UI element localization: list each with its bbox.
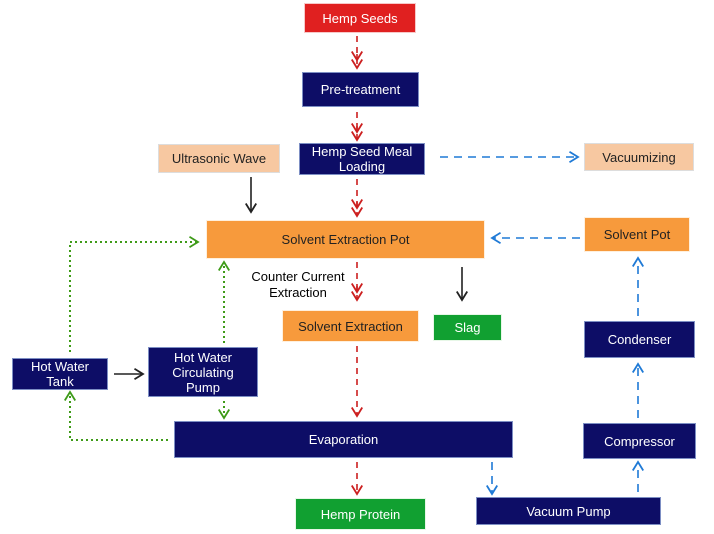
- arrow-loading-to-extraction-pot-head: [351, 207, 363, 218]
- node-solvent-pot: Solvent Pot: [584, 217, 690, 252]
- node-hemp-seed-meal-loading: Hemp Seed Meal Loading: [299, 143, 425, 175]
- node-evaporation: Evaporation: [174, 421, 513, 458]
- label-counter-current-extraction: Counter Current Extraction: [251, 269, 345, 300]
- arrow-tank-to-extraction-pot: [69, 241, 198, 352]
- node-vacuum-pump: Vacuum Pump: [476, 497, 661, 525]
- arrow-extraction-pot-to-solvent-extraction-head: [351, 291, 363, 302]
- arrow-extraction-pot-to-solvent-extraction-second-head: [351, 283, 363, 294]
- arrow-seeds-to-pretreatment-second-head: [351, 51, 363, 62]
- arrow-solvent-pot-to-extraction-pot-head: [490, 232, 501, 244]
- node-slag: Slag: [433, 314, 502, 341]
- node-hot-water-tank: Hot Water Tank: [12, 358, 108, 390]
- arrow-pretreatment-to-loading-second-head: [351, 123, 363, 134]
- node-ultrasonic-wave: Ultrasonic Wave: [158, 144, 280, 173]
- arrow-compressor-to-condenser-head: [632, 362, 644, 373]
- node-compressor: Compressor: [583, 423, 696, 459]
- node-hemp-protein: Hemp Protein: [295, 498, 426, 530]
- arrow-pretreatment-to-loading-head: [351, 131, 363, 142]
- node-condenser: Condenser: [584, 321, 695, 358]
- node-solvent-extraction: Solvent Extraction: [282, 310, 419, 342]
- arrow-evaporation-to-tank-head: [64, 390, 76, 401]
- arrow-pump-to-extraction-pot-head: [218, 260, 230, 271]
- arrow-loading-to-vacuumizing-head: [569, 151, 580, 163]
- arrow-solvent-extraction-to-evaporation-head: [351, 407, 363, 418]
- arrow-evaporation-to-hemp-protein-head: [351, 485, 363, 496]
- node-solvent-extraction-pot: Solvent Extraction Pot: [206, 220, 485, 259]
- node-pretreatment: Pre-treatment: [302, 72, 419, 107]
- arrow-ultrasonic-to-extraction-pot-head: [245, 203, 257, 214]
- arrow-pump-to-evaporation-head: [218, 409, 230, 420]
- arrow-condenser-to-solvent-pot-head: [632, 256, 644, 267]
- connectors: [64, 36, 644, 496]
- arrow-vacuum-pump-to-compressor-head: [632, 460, 644, 471]
- node-vacuumizing: Vacuumizing: [584, 143, 694, 171]
- node-hot-water-circulating-pump: Hot Water Circulating Pump: [148, 347, 258, 397]
- arrow-extraction-pot-to-slag-head: [456, 291, 468, 302]
- node-hemp-seeds: Hemp Seeds: [304, 3, 416, 33]
- arrow-evaporation-to-tank: [69, 392, 168, 441]
- arrow-tank-to-pump-head: [134, 368, 145, 380]
- arrow-tank-to-extraction-pot-head: [189, 236, 200, 248]
- arrow-loading-to-extraction-pot-second-head: [351, 199, 363, 210]
- arrow-evaporation-to-vacuum-pump-head: [486, 485, 498, 496]
- arrow-seeds-to-pretreatment-head: [351, 59, 363, 70]
